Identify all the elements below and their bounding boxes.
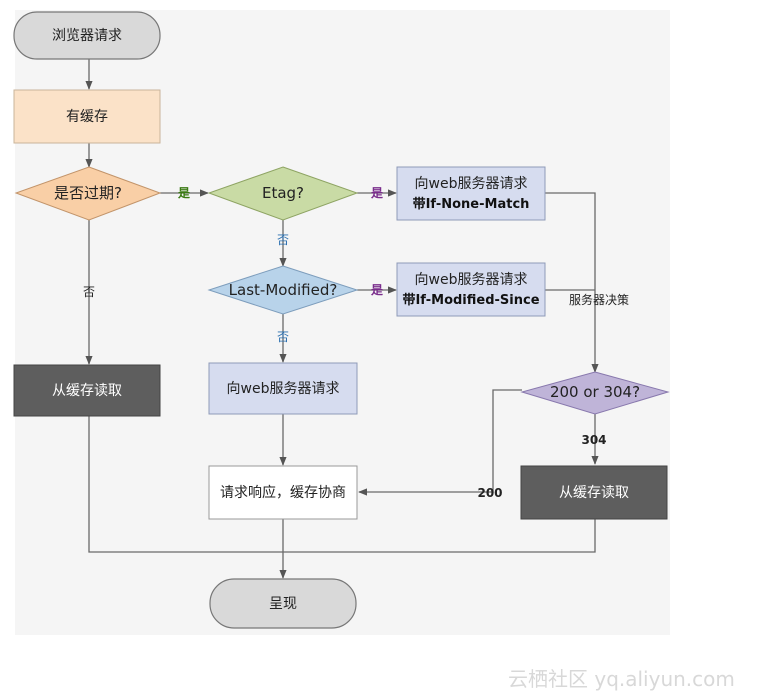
node-request-server: 向web服务器请求	[208, 362, 358, 415]
edge-left-cache-to-render	[88, 416, 283, 553]
node-expired-question: 是否过期?	[14, 166, 162, 221]
connectors	[85, 59, 599, 579]
node-read-cache-left: 从缓存读取	[13, 364, 161, 417]
watermark: 云栖社区 yq.aliyun.com	[508, 667, 735, 691]
node-render: 呈现	[209, 578, 357, 629]
node-label: 是否过期?	[54, 184, 122, 202]
label-etag-no: 否	[277, 233, 289, 247]
node-label: 从缓存读取	[559, 484, 629, 501]
node-status-question: 200 or 304?	[520, 371, 670, 415]
node-label: 浏览器请求	[52, 28, 122, 44]
node-request-if-modified-since: 向web服务器请求 带If-Modified-Since	[396, 262, 546, 317]
node-label: 从缓存读取	[52, 382, 122, 399]
node-label: Etag?	[262, 184, 304, 202]
process-shape	[208, 465, 358, 520]
node-request-if-none-match: 向web服务器请求 带If-None-Match	[396, 166, 546, 221]
node-response-negotiate: 请求响应，缓存协商	[208, 465, 358, 520]
decision-shape	[207, 265, 359, 315]
edge-right-cache-to-render	[283, 519, 596, 553]
label-lastmod-no: 否	[277, 330, 289, 344]
decision-shape	[207, 166, 359, 221]
node-label: 请求响应，缓存协商	[220, 484, 346, 501]
label-status-304: 304	[581, 433, 606, 447]
label-lastmod-yes: 是	[370, 283, 384, 297]
node-label-line2: 带If-None-Match	[413, 196, 530, 212]
node-label-line2: 带If-Modified-Since	[402, 292, 539, 308]
node-browser-request: 浏览器请求	[13, 11, 161, 60]
process-shape	[13, 364, 161, 417]
terminator-shape	[13, 11, 161, 60]
node-etag-question: Etag?	[207, 166, 359, 221]
node-has-cache: 有缓存	[13, 89, 161, 144]
edge-request-to-status	[545, 192, 599, 373]
node-label: 有缓存	[66, 109, 108, 125]
process-shape	[520, 465, 668, 520]
node-label: 呈现	[269, 596, 297, 612]
node-read-cache-right: 从缓存读取	[520, 465, 668, 520]
decision-shape	[14, 166, 162, 221]
node-label: 200 or 304?	[550, 383, 640, 401]
label-server-decides: 服务器决策	[569, 292, 629, 307]
label-expired-no: 否	[83, 285, 95, 299]
edge-status-200-to-response	[358, 389, 522, 496]
label-status-200: 200	[477, 486, 502, 500]
terminator-shape	[209, 578, 357, 629]
node-label-line1: 向web服务器请求	[415, 176, 528, 192]
label-expired-yes: 是	[177, 186, 191, 200]
decision-shape	[520, 371, 670, 415]
node-label-line1: 向web服务器请求	[415, 272, 528, 288]
label-etag-yes: 是	[370, 186, 384, 200]
process-shape	[208, 362, 358, 415]
process-shape	[13, 89, 161, 144]
node-label: Last-Modified?	[229, 281, 338, 299]
node-label: 向web服务器请求	[227, 381, 340, 397]
node-last-modified-question: Last-Modified?	[207, 265, 359, 315]
edge-labels: 是 否 是 否 是 否 服务器决策 304 200	[83, 186, 629, 500]
process-shape	[396, 262, 546, 317]
process-shape	[396, 166, 546, 221]
